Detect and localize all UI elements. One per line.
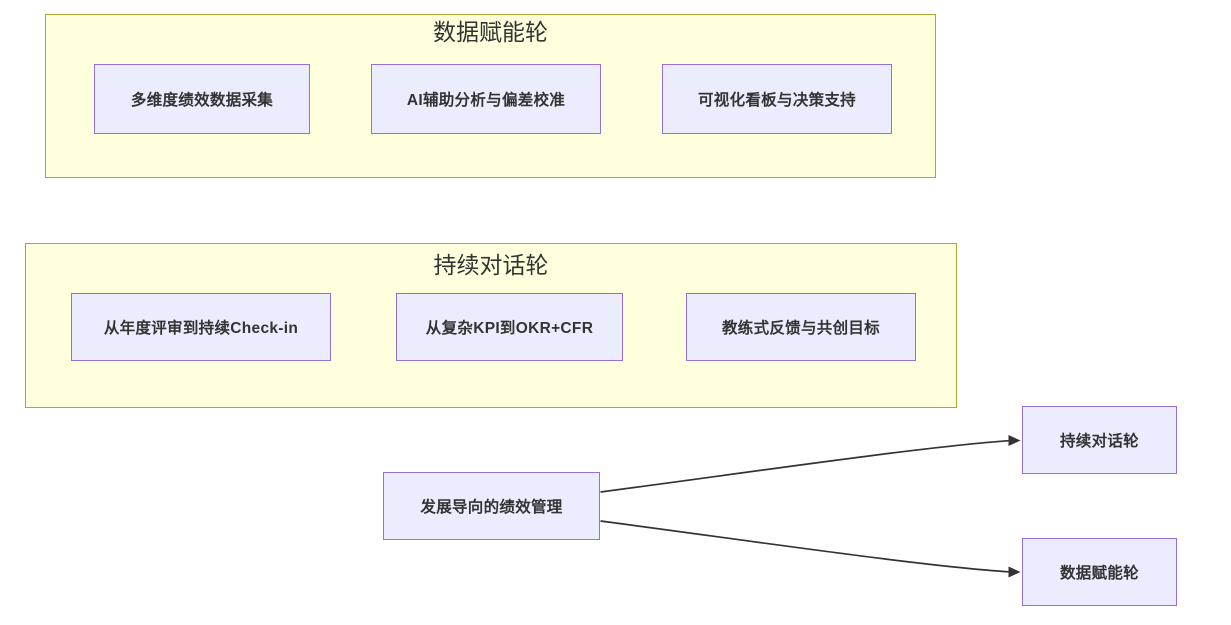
node-coaching-feedback-cocreated-goals: 教练式反馈与共创目标 [686,293,916,361]
node-ai-assisted-analysis: AI辅助分析与偏差校准 [371,64,601,134]
node-label: 从年度评审到持续Check-in [103,320,299,337]
arrowhead-dialogue-wheel-icon [1008,435,1021,446]
node-development-oriented-performance-management: 发展导向的绩效管理 [383,472,600,540]
node-continuous-dialogue-wheel: 持续对话轮 [1022,406,1177,474]
node-label: 数据赋能轮 [1059,565,1139,582]
node-visual-dashboard-decision-support: 可视化看板与决策支持 [662,64,892,134]
node-label: 持续对话轮 [1059,433,1139,450]
edge-root-to-data-wheel [600,520,1010,573]
arrowhead-data-wheel-icon [1008,566,1021,578]
node-multidimensional-data-collection: 多维度绩效数据采集 [94,64,310,134]
node-kpi-to-okr-cfr: 从复杂KPI到OKR+CFR [396,293,623,361]
cluster-data-empowerment-title: 数据赋能轮 [433,19,548,45]
node-data-empowerment-wheel: 数据赋能轮 [1022,538,1177,606]
cluster-continuous-dialogue-wheel: 持续对话轮 从年度评审到持续Check-in 从复杂KPI到OKR+CFR 教练… [25,243,957,408]
node-label: 多维度绩效数据采集 [130,92,274,109]
cluster-continuous-dialogue-title: 持续对话轮 [433,252,549,278]
node-label: 从复杂KPI到OKR+CFR [425,320,594,337]
edge-root-to-dialogue-wheel [600,439,1010,493]
node-label: 可视化看板与决策支持 [697,92,856,109]
node-annual-review-to-checkin: 从年度评审到持续Check-in [71,293,331,361]
node-label: AI辅助分析与偏差校准 [406,92,566,109]
node-label: 发展导向的绩效管理 [420,499,563,516]
cluster-data-empowerment-wheel: 数据赋能轮 多维度绩效数据采集 AI辅助分析与偏差校准 可视化看板与决策支持 [45,14,936,178]
node-label: 教练式反馈与共创目标 [721,320,880,337]
